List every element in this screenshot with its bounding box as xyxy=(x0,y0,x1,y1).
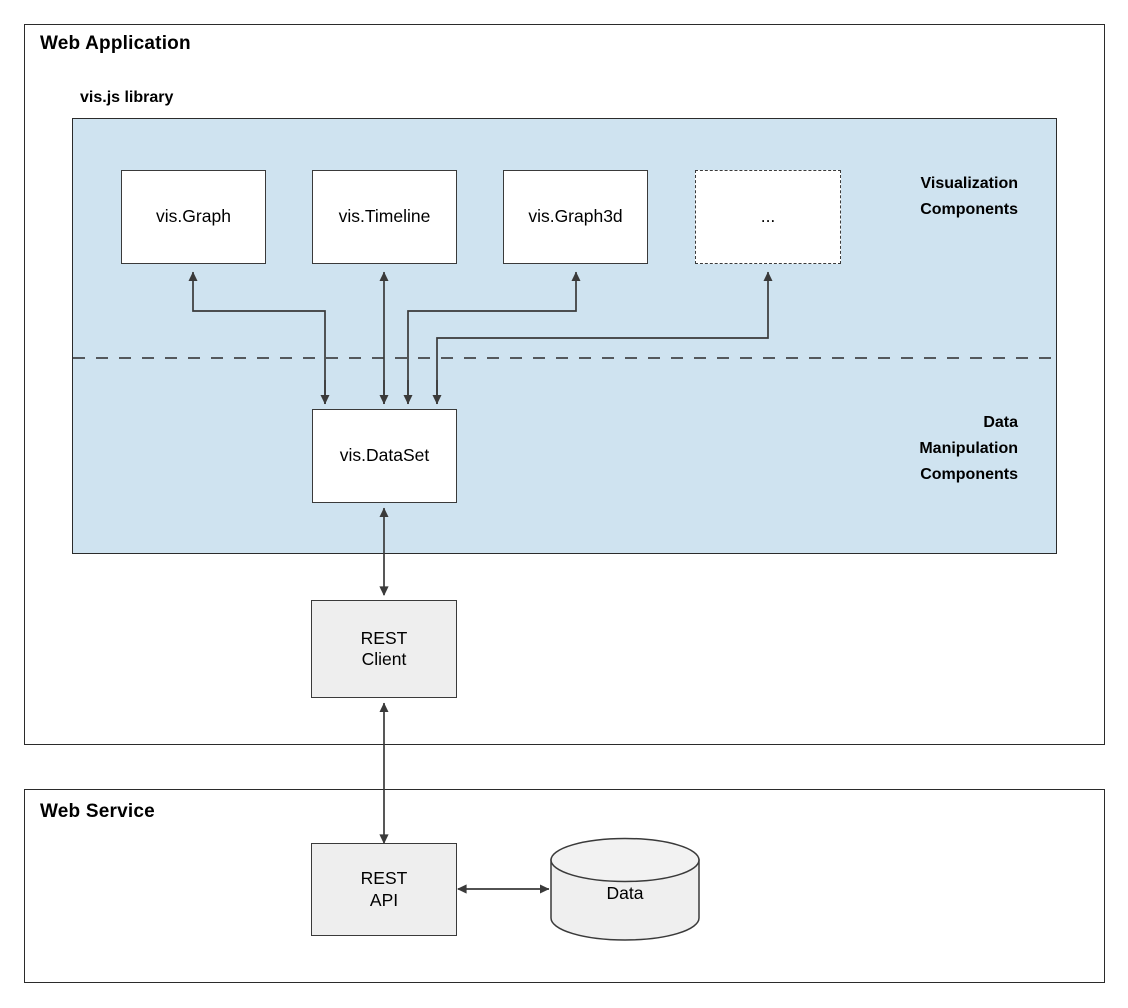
visualization-components-label: Visualization Components xyxy=(920,175,1018,218)
rest-api-label: REST API xyxy=(360,868,408,910)
data-manipulation-components-label: Data Manipulation Components xyxy=(919,414,1018,483)
node-vis-dataset[interactable]: vis.DataSet xyxy=(312,409,457,503)
node-vis-timeline[interactable]: vis.Timeline xyxy=(312,170,457,264)
database-label: Data xyxy=(606,883,644,903)
edge-dataset-to-visgraph3d xyxy=(407,271,581,404)
visjs-library-title: vis.js library xyxy=(80,89,174,106)
edge-dataset-to-ellipsis-component xyxy=(436,271,773,404)
database-cylinder xyxy=(550,837,700,941)
node-rest-api[interactable]: REST API xyxy=(311,843,457,936)
node-rest-client[interactable]: REST Client xyxy=(311,600,457,698)
web-service-title: Web Service xyxy=(40,801,155,822)
node-vis-graph3d[interactable]: vis.Graph3d xyxy=(503,170,648,264)
rest-client-label: REST Client xyxy=(360,627,408,669)
web-application-title: Web Application xyxy=(40,33,191,54)
node-vis-graph[interactable]: vis.Graph xyxy=(121,170,266,264)
node-vis-other-components[interactable]: ... xyxy=(695,170,841,264)
edge-dataset-to-visgraph xyxy=(188,271,326,404)
